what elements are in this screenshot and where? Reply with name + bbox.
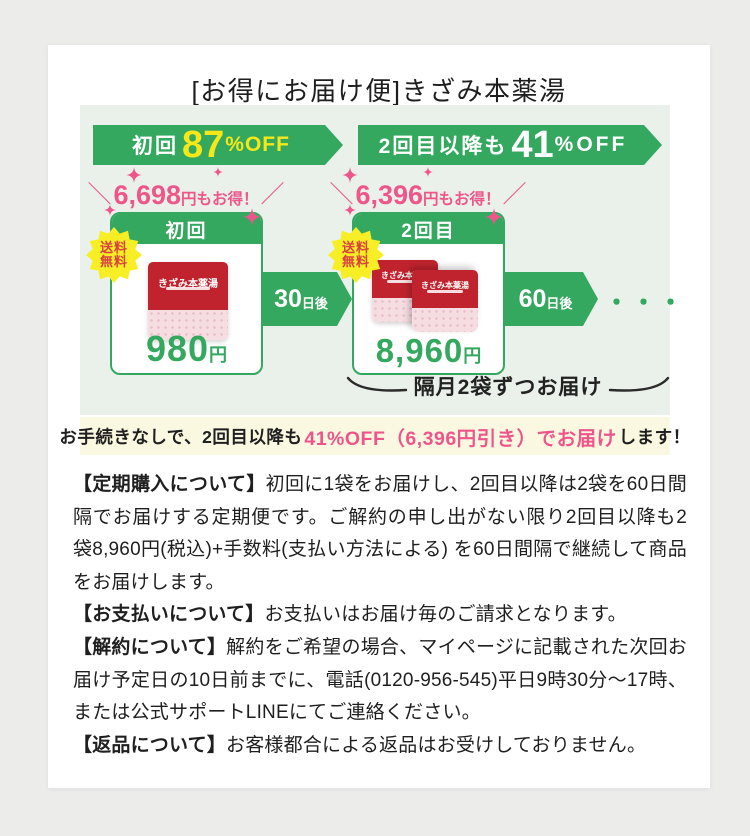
terms-body: 初回に1袋をお届けし、2回目以降は2袋を60日間隔でお届けする定期便です。ご解約… — [73, 474, 687, 593]
terms-heading: 【返品について】 — [73, 734, 227, 756]
terms-heading: 【お支払いについて】 — [73, 604, 265, 626]
terms-body: お客様都合による返品はお受けしておりません。 — [226, 734, 647, 756]
offer-banner-off-label: %OFF — [225, 133, 290, 156]
content-card: [お得にお届け便]きざみ本薬湯 初回 87 %OFF 2回目以降も 41 %OF… — [48, 45, 710, 788]
price-amount: 8,960 — [375, 332, 464, 369]
note-text-highlight: 41%OFF（6,396円引き）でお届け — [304, 427, 617, 450]
package-product-name: きざみ本薬湯 — [421, 281, 469, 291]
savings-label: 円もお得！ — [423, 190, 501, 208]
slash-open: ＼ — [87, 181, 112, 208]
price-unit: 円 — [463, 346, 482, 366]
terms-section: 【定期購入について】初回に1袋をお届けし、2回目以降は2袋を60日間隔でお届けす… — [73, 469, 687, 762]
price-unit: 円 — [209, 345, 228, 365]
package-pattern-panel — [412, 308, 478, 332]
terms-paragraph-cancellation: 【解約について】解約をご希望の場合、マイページに記載された次回お届け予定日の10… — [73, 632, 687, 730]
terms-paragraph-payment: 【お支払いについて】お支払いはお届け毎のご請求となります。 — [73, 599, 687, 632]
package-subtext-line — [426, 289, 464, 293]
terms-heading: 【解約について】 — [73, 636, 227, 658]
savings-amount: 6,698 — [113, 179, 182, 210]
note-text-pre: お手続きなしで、2回目以降も — [59, 426, 303, 447]
interval-unit: 日後 — [546, 296, 573, 311]
offer-banner-first: 初回 87 %OFF — [93, 125, 343, 165]
step-card-second: 2回目 きざみ本薬湯 きざみ本薬湯 8,960円 — [352, 212, 505, 375]
price-amount: 980 — [145, 328, 210, 369]
package-subtext-line — [165, 287, 211, 291]
product-package-image: きざみ本薬湯 — [412, 270, 478, 332]
interval-unit: 日後 — [301, 296, 328, 311]
sparkle-icon — [342, 167, 358, 183]
offer-banner-off-label: %OFF — [554, 133, 628, 156]
sparkle-icon — [485, 208, 503, 226]
product-package-image: きざみ本薬湯 — [148, 262, 228, 340]
slash-close: ／ — [502, 181, 527, 208]
sparkle-icon — [126, 167, 142, 183]
subscription-flow-diagram: 初回 87 %OFF 2回目以降も 41 %OFF ＼ 6,698 円もお得！ … — [80, 105, 683, 415]
package-pattern-panel — [148, 310, 228, 340]
badge-line-2: 無料 — [341, 254, 370, 269]
free-shipping-label: 送料 無料 — [328, 227, 384, 283]
offer-banner-percent: 87 — [182, 124, 225, 166]
terms-paragraph-subscription: 【定期購入について】初回に1袋をお届けし、2回目以降は2袋を60日間隔でお届けす… — [73, 469, 687, 599]
interval-days: 30 — [274, 284, 302, 313]
step-card-first: 初回 きざみ本薬湯 980円 — [110, 212, 263, 375]
auto-renewal-note-banner: お手続きなしで、2回目以降も 41%OFF（6,396円引き）でお届け します！ — [59, 417, 690, 455]
sparkle-icon — [344, 204, 356, 216]
sparkle-icon — [104, 204, 116, 216]
interval-days: 60 — [518, 284, 547, 313]
savings-callout-second: ＼ 6,396 円もお得！ ／ — [328, 179, 528, 211]
curve-line-right-icon — [608, 376, 670, 396]
note-text-post: します！ — [618, 426, 691, 447]
badge-line-1: 送料 — [99, 240, 128, 255]
page-title: [お得にお届け便]きざみ本薬湯 — [191, 76, 567, 106]
offer-banner-lead: 初回 — [132, 135, 179, 158]
badge-line-1: 送料 — [341, 240, 370, 255]
sparkle-icon — [213, 167, 223, 177]
step-header: 初回 — [112, 214, 261, 244]
free-shipping-badge: 送料 無料 — [86, 227, 142, 283]
slash-close: ／ — [260, 181, 285, 208]
terms-body: 解約をご希望の場合、マイページに記載された次回お届け予定日の10日前までに、電話… — [73, 636, 687, 724]
package-red-panel: きざみ本薬湯 — [148, 262, 228, 311]
starburst-icon — [328, 227, 384, 283]
slash-open: ＼ — [329, 181, 354, 208]
offer-banner-percent: 41 — [511, 124, 554, 166]
terms-heading: 【定期購入について】 — [73, 474, 266, 495]
package-product-name: きざみ本薬湯 — [381, 271, 429, 281]
offer-banner-second: 2回目以降も 41 %OFF — [358, 125, 662, 165]
curve-line-left-icon — [346, 376, 408, 396]
savings-callout-first: ＼ 6,698 円もお得！ ／ — [86, 179, 286, 211]
interval-note-text: 隔月2袋ずつお届け — [413, 376, 603, 399]
terms-body: お支払いはお届け毎のご請求となります。 — [264, 604, 627, 626]
step-header: 2回目 — [354, 214, 503, 244]
package-subtext-line — [386, 279, 424, 283]
sparkle-icon — [243, 208, 261, 226]
price-first: 980円 — [112, 328, 261, 370]
package-product-name: きざみ本薬湯 — [158, 279, 218, 291]
savings-amount: 6,396 — [355, 179, 424, 210]
package-red-panel: きざみ本薬湯 — [412, 270, 478, 309]
free-shipping-label: 送料 無料 — [86, 227, 142, 283]
sparkle-icon — [423, 167, 433, 177]
terms-paragraph-returns: 【返品について】お客様都合による返品はお受けしておりません。 — [73, 730, 687, 763]
free-shipping-badge: 送料 無料 — [328, 227, 384, 283]
interval-arrow-60days: 60 日後 — [503, 272, 598, 326]
interval-note: 隔月2袋ずつお届け — [340, 371, 676, 401]
starburst-icon — [86, 227, 142, 283]
badge-line-2: 無料 — [99, 254, 128, 269]
offer-banner-lead: 2回目以降も — [378, 135, 508, 158]
interval-arrow-30days: 30 日後 — [260, 272, 352, 326]
price-second: 8,960円 — [354, 332, 503, 370]
savings-label: 円もお得！ — [181, 190, 259, 208]
continuation-dots: ・・・ — [604, 289, 686, 317]
